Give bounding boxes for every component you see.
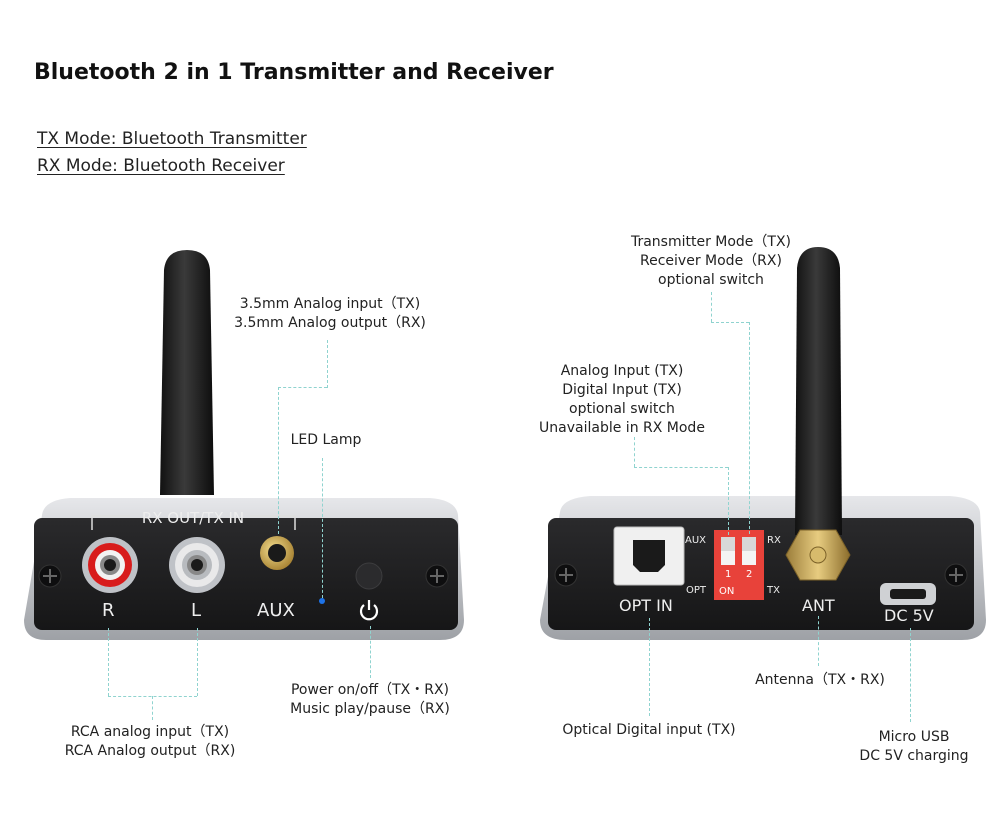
callout-mode-switch: Transmitter Mode（TX) Receiver Mode（RX) o… bbox=[596, 233, 826, 290]
callout-power-line1: Power on/off（TX・RX) bbox=[290, 682, 450, 698]
power-button bbox=[355, 562, 383, 621]
callout-rca-line2: RCA Analog output（RX) bbox=[64, 743, 236, 759]
rx-out-tx-in-label: RX OUT/TX IN bbox=[141, 509, 245, 527]
leader-rca-l bbox=[197, 628, 198, 696]
rx-mode-label: RX Mode: Bluetooth Receiver bbox=[37, 156, 285, 176]
callout-power-line2: Music play/pause（RX) bbox=[290, 701, 450, 717]
port-label-ant: ANT bbox=[802, 596, 835, 615]
callout-aux-line1: 3.5mm Analog input（TX) bbox=[239, 296, 421, 312]
aux-jack bbox=[260, 536, 294, 570]
leader-aux-horizontal bbox=[278, 387, 327, 388]
leader-usb bbox=[910, 628, 911, 722]
callout-mode-line1: Transmitter Mode（TX) bbox=[630, 234, 792, 250]
port-label-dc: DC 5V bbox=[884, 606, 934, 625]
leader-input-horizontal bbox=[634, 467, 728, 468]
callout-rca-line1: RCA analog input（TX) bbox=[70, 724, 230, 740]
callout-input-line2: Digital Input (TX) bbox=[562, 382, 682, 398]
port-label-aux: AUX bbox=[257, 600, 295, 621]
callout-usb: Micro USB DC 5V charging bbox=[846, 728, 982, 766]
callout-aux: 3.5mm Analog input（TX) 3.5mm Analog outp… bbox=[200, 295, 460, 333]
optical-port bbox=[613, 526, 685, 586]
micro-usb-port bbox=[880, 583, 936, 605]
switch-label-opt: OPT bbox=[686, 585, 707, 596]
leader-antenna bbox=[818, 616, 819, 666]
leader-rca-down bbox=[152, 696, 153, 720]
port-label-l: L bbox=[191, 600, 202, 621]
callout-input-line4: Unavailable in RX Mode bbox=[539, 420, 705, 436]
callout-input-switch: Analog Input (TX) Digital Input (TX) opt… bbox=[527, 362, 717, 438]
leader-mode-horizontal bbox=[711, 322, 749, 323]
switch-label-rx: RX bbox=[767, 535, 781, 546]
dip-switch bbox=[714, 530, 764, 600]
rx-out-tx-in-bracket bbox=[91, 515, 296, 530]
callout-input-line3: optional switch bbox=[569, 401, 675, 417]
leader-input-up bbox=[634, 437, 635, 467]
leader-led bbox=[322, 458, 323, 598]
callout-optical: Optical Digital input (TX) bbox=[562, 722, 736, 738]
left-device-body bbox=[24, 498, 464, 640]
left-antenna bbox=[160, 250, 214, 495]
rca-jack-l bbox=[169, 537, 225, 593]
leader-rca-r bbox=[108, 628, 109, 696]
leader-mode-drop bbox=[749, 322, 750, 534]
antenna-connector bbox=[785, 529, 851, 581]
switch-label-aux: AUX bbox=[685, 535, 707, 546]
leader-input-drop bbox=[728, 467, 729, 535]
leader-aux-drop bbox=[278, 387, 279, 534]
rca-jack-r bbox=[82, 537, 138, 593]
callout-usb-line1: Micro USB bbox=[878, 729, 950, 745]
callout-usb-line2: DC 5V charging bbox=[859, 748, 969, 764]
callout-antenna: Antenna（TX・RX) bbox=[755, 672, 885, 688]
callout-mode-line3: optional switch bbox=[658, 272, 764, 288]
leader-aux-vertical bbox=[327, 340, 328, 388]
right-antenna bbox=[795, 247, 842, 535]
callout-power: Power on/off（TX・RX) Music play/pause（RX) bbox=[270, 681, 470, 719]
switch-label-on: ON bbox=[719, 586, 735, 597]
callout-led: LED Lamp bbox=[290, 432, 362, 448]
tx-mode-label: TX Mode: Bluetooth Transmitter bbox=[37, 129, 307, 149]
port-label-opt-in: OPT IN bbox=[619, 596, 673, 615]
led-lamp bbox=[319, 598, 325, 604]
callout-rca: RCA analog input（TX) RCA Analog output（R… bbox=[40, 723, 260, 761]
switch-label-1: 1 bbox=[725, 569, 732, 580]
page-title: Bluetooth 2 in 1 Transmitter and Receive… bbox=[34, 60, 554, 85]
leader-power bbox=[370, 626, 371, 678]
switch-label-2: 2 bbox=[746, 569, 753, 580]
port-label-r: R bbox=[102, 600, 115, 621]
callout-mode-line2: Receiver Mode（RX) bbox=[640, 253, 782, 269]
callout-aux-line2: 3.5mm Analog output（RX) bbox=[234, 315, 426, 331]
callout-input-line1: Analog Input (TX) bbox=[560, 363, 684, 379]
leader-mode-up bbox=[711, 292, 712, 322]
leader-optical bbox=[649, 618, 650, 716]
switch-label-tx: TX bbox=[767, 585, 780, 596]
